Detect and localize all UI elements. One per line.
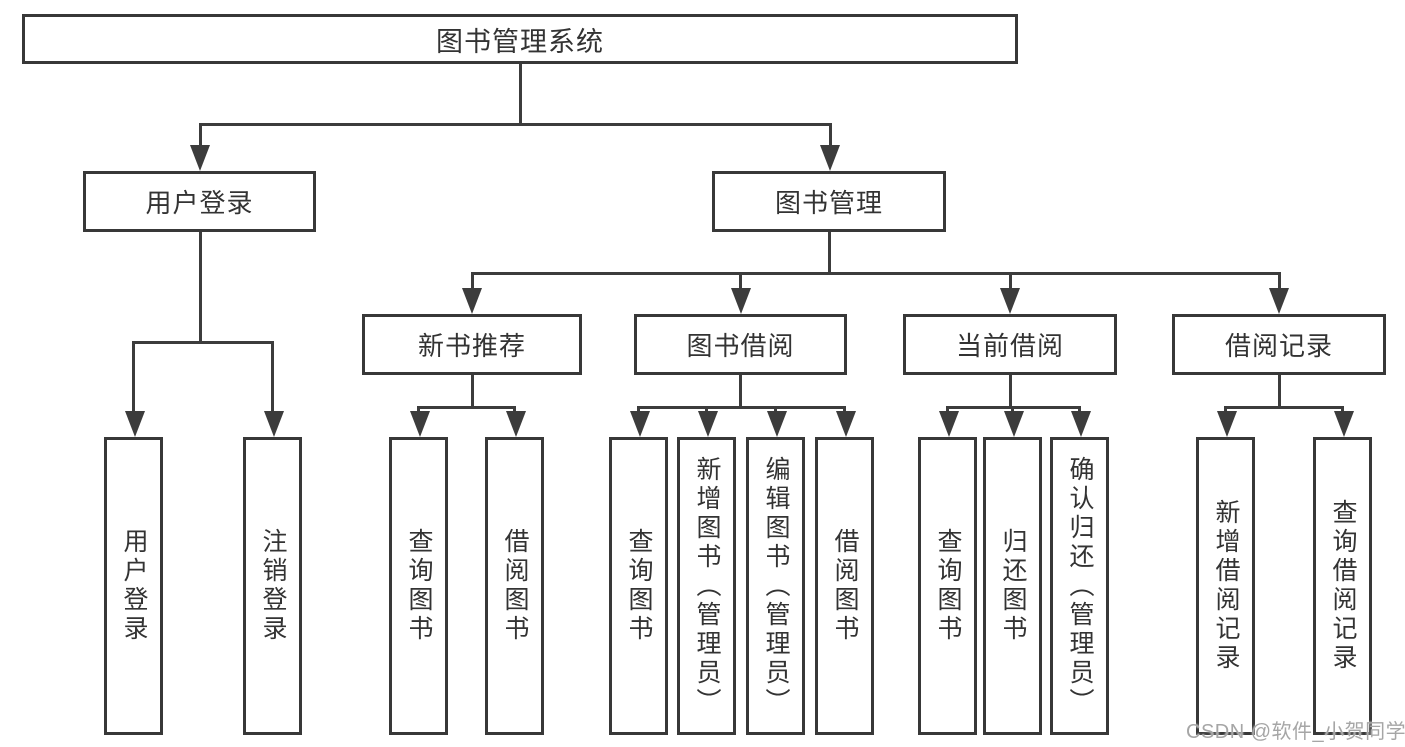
leaf-br-query-borrow-record: 查询借阅记录 [1313, 437, 1372, 735]
leaf-label: 用户登录 [120, 528, 148, 644]
node-label: 图书管理 [774, 188, 883, 218]
node-label: 当前借阅 [955, 331, 1064, 361]
connector-new-book-arrow-stem [470, 275, 474, 291]
arrow-to-br-add-record [1216, 411, 1237, 437]
connector-book-borrowing-arrow-stem [739, 275, 742, 291]
node-new-book-recommendation: 新书推荐 [362, 314, 582, 375]
leaf-label: 查询图书 [625, 528, 653, 644]
connector-root-stem [518, 64, 522, 126]
arrow-to-cb-confirm-return [1070, 411, 1091, 437]
node-library-management-system: 图书管理系统 [22, 14, 1018, 64]
leaf-nbr-query-books: 查询图书 [389, 437, 448, 735]
connector-book-borrowing-horizontal [637, 406, 846, 409]
node-label: 新书推荐 [417, 331, 526, 361]
connector-current-borrowing-horizontal [946, 406, 1081, 409]
arrow-to-borrow-records [1269, 288, 1289, 314]
node-book-borrowing: 图书借阅 [634, 314, 847, 375]
node-label: 图书管理系统 [436, 26, 604, 57]
leaf-bb-edit-book-admin: 编辑图书（管理员） [746, 437, 805, 735]
connector-leaf-logout-stem [271, 344, 274, 412]
leaf-label: 查询图书 [405, 528, 433, 644]
node-label: 借阅记录 [1224, 331, 1333, 361]
arrow-to-book-management [820, 145, 840, 171]
leaf-bb-query-books: 查询图书 [609, 437, 668, 735]
leaf-label: 查询图书 [934, 528, 962, 644]
arrow-to-leaf-logout [263, 411, 284, 437]
leaf-logout: 注销登录 [243, 437, 302, 735]
leaf-nbr-borrow-books: 借阅图书 [485, 437, 544, 735]
arrow-to-new-book-recommendation [462, 288, 482, 314]
arrow-to-cb-query-books [938, 411, 959, 437]
connector-borrow-records-stem [1277, 375, 1281, 409]
leaf-label: 新增借阅记录 [1212, 499, 1240, 673]
connector-borrow-records-horizontal [1224, 406, 1344, 409]
leaf-label: 借阅图书 [501, 528, 529, 644]
leaf-br-add-borrow-record: 新增借阅记录 [1196, 437, 1255, 735]
arrow-to-book-borrowing [730, 288, 751, 314]
connector-book-management-arrow-stem [828, 126, 832, 148]
arrow-to-bb-edit-book [766, 411, 787, 437]
node-user-login: 用户登录 [83, 171, 316, 232]
leaf-label: 查询借阅记录 [1329, 499, 1357, 673]
leaf-label: 借阅图书 [831, 528, 859, 644]
leaf-cb-confirm-return-admin: 确认归还（管理员） [1050, 437, 1109, 735]
leaf-label: 注销登录 [259, 528, 287, 644]
connector-user-login-stem [198, 232, 202, 344]
connector-book-management-horizontal [470, 272, 1281, 275]
connector-current-borrowing-arrow-stem [1008, 275, 1012, 291]
leaf-label: 确认归还（管理员） [1066, 455, 1094, 717]
connector-book-management-stem [827, 232, 831, 275]
arrow-to-nbr-query-books [409, 411, 430, 437]
leaf-user-login: 用户登录 [104, 437, 163, 735]
connector-new-book-horizontal [417, 406, 516, 409]
connector-leaf-user-login-stem [132, 344, 135, 412]
node-current-borrowing: 当前借阅 [903, 314, 1117, 375]
leaf-label: 新增图书（管理员） [693, 455, 721, 717]
arrow-to-cb-return-books [1003, 411, 1024, 437]
node-label: 图书借阅 [686, 331, 795, 361]
leaf-cb-return-books: 归还图书 [983, 437, 1042, 735]
connector-user-login-arrow-stem [198, 126, 202, 148]
node-label: 用户登录 [145, 188, 254, 218]
arrow-to-br-query-record [1333, 411, 1354, 437]
node-borrow-records: 借阅记录 [1172, 314, 1386, 375]
leaf-label: 归还图书 [999, 528, 1027, 644]
arrow-to-leaf-user-login [124, 411, 145, 437]
connector-level1-horizontal [198, 123, 832, 126]
node-book-management: 图书管理 [712, 171, 946, 232]
connector-new-book-stem [470, 375, 474, 409]
arrow-to-current-borrowing [1000, 288, 1020, 314]
leaf-bb-add-book-admin: 新增图书（管理员） [677, 437, 736, 735]
connector-borrow-records-arrow-stem [1277, 275, 1281, 291]
arrow-to-bb-query-books [629, 411, 650, 437]
arrow-to-bb-borrow-books [835, 411, 856, 437]
leaf-bb-borrow-books: 借阅图书 [815, 437, 874, 735]
arrow-to-bb-add-book [697, 411, 718, 437]
leaf-cb-query-books: 查询图书 [918, 437, 977, 735]
csdn-watermark: CSDN @软件_小贺同学 [1186, 721, 1405, 743]
arrow-to-nbr-borrow-books [505, 411, 526, 437]
arrow-to-user-login [190, 145, 210, 171]
connector-user-login-horizontal [132, 341, 274, 344]
connector-current-borrowing-stem [1008, 375, 1012, 409]
connector-book-borrowing-stem [739, 375, 742, 409]
leaf-label: 编辑图书（管理员） [762, 455, 790, 717]
